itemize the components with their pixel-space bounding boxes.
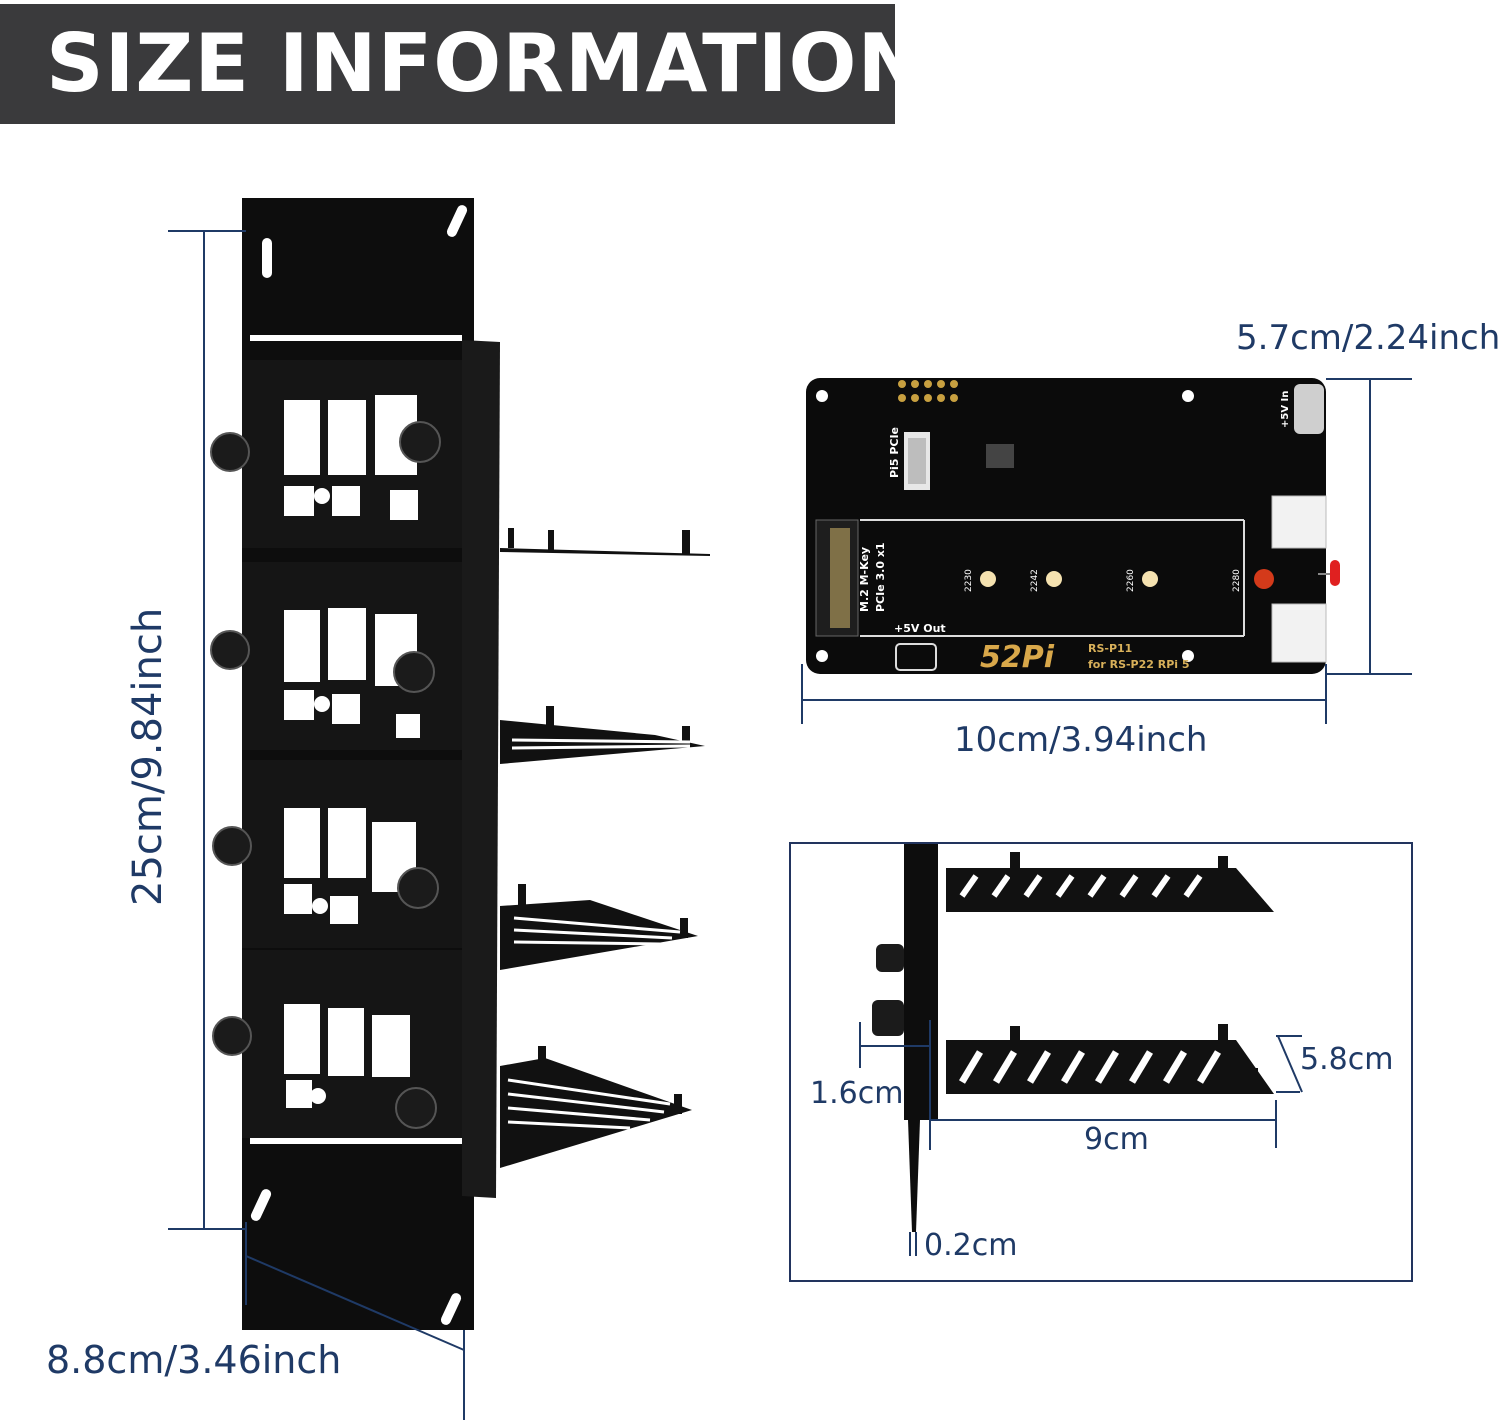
- rack-module-2: [242, 562, 462, 750]
- board-model-label: RS-P11: [1088, 642, 1133, 655]
- tray-depth-label: 5.8cm: [1300, 1042, 1394, 1077]
- detail-frame: [789, 842, 1413, 1282]
- rack-tray-1: [500, 528, 710, 556]
- board-width-label: 10cm/3.94inch: [954, 720, 1208, 760]
- board-compat-label: for RS-P22 RPi 5: [1088, 658, 1190, 671]
- board-m2-label: M.2 M-Key: [858, 546, 871, 612]
- board-size-2242: 2242: [1030, 569, 1040, 592]
- thumbscrew: [393, 651, 435, 693]
- detail-view: [872, 844, 1274, 1232]
- rack-module-3: [242, 760, 462, 948]
- thumbscrew: [212, 826, 252, 866]
- board-brand-logo: 52Pi: [980, 640, 1055, 675]
- rack-tray-4: [500, 1046, 692, 1168]
- board-power-in-label: +5V In: [1280, 390, 1291, 428]
- bend-line: [250, 335, 462, 341]
- mount-slot: [262, 238, 272, 278]
- rack-module-1: [242, 360, 462, 548]
- thumbscrew: [210, 432, 250, 472]
- rack-width-label: 8.8cm/3.46inch: [46, 1338, 342, 1382]
- title-banner: SIZE INFORMATION: [0, 4, 924, 124]
- board-dimension-lines: [801, 378, 1412, 724]
- panel-offset-label: 1.6cm: [810, 1076, 904, 1111]
- rack-height-label: 25cm/9.84inch: [125, 607, 171, 906]
- page-title: SIZE INFORMATION: [46, 17, 926, 110]
- rack-dimension-lines: [168, 230, 465, 1420]
- thumbscrew: [212, 1016, 252, 1056]
- rack-tray-2: [500, 706, 705, 764]
- board-height-label: 5.7cm/2.24inch: [1236, 318, 1500, 358]
- plate-thickness-label: 0.2cm: [924, 1228, 1018, 1263]
- thumbscrew: [210, 630, 250, 670]
- board-size-2230: 2230: [964, 569, 974, 592]
- rack-assembly: [210, 198, 710, 1330]
- rack-side-wall: [462, 340, 500, 1198]
- rack-tray-3: [500, 884, 698, 970]
- board-pi5-label: Pi5 PCIe: [888, 426, 901, 478]
- mount-slot: [250, 1189, 272, 1221]
- board-size-2280: 2280: [1232, 569, 1242, 592]
- thumbscrew: [399, 421, 441, 463]
- thumbscrew: [395, 1087, 437, 1129]
- pcb-body: [806, 378, 1326, 674]
- detail-dimension-lines: [859, 1020, 1303, 1256]
- board-size-2260: 2260: [1126, 569, 1136, 592]
- adapter-board: [806, 378, 1340, 674]
- bend-line: [250, 1138, 462, 1144]
- board-power-out-label: +5V Out: [894, 622, 946, 635]
- mount-slot: [446, 205, 468, 237]
- mount-slot: [440, 1293, 462, 1325]
- tray-length-label: 9cm: [1084, 1122, 1149, 1157]
- thumbscrew: [397, 867, 439, 909]
- board-pcie-label: PCIe 3.0 x1: [874, 542, 887, 612]
